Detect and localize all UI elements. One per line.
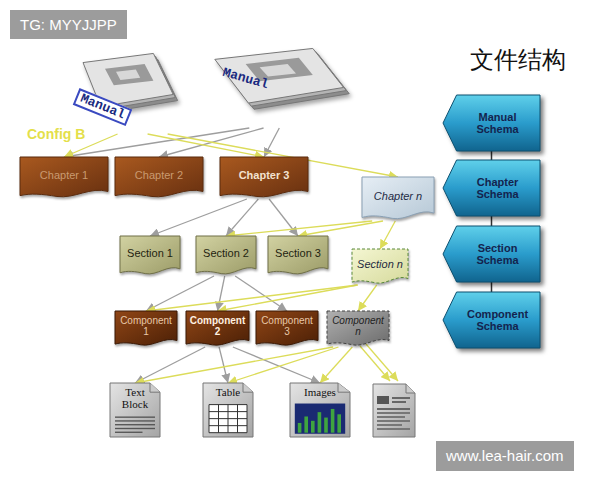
form-document-icon bbox=[373, 384, 415, 437]
connector-arrow bbox=[320, 347, 352, 383]
connector-arrow bbox=[380, 221, 395, 249]
connector-arrow bbox=[135, 347, 205, 383]
component-box: Component n bbox=[327, 311, 389, 347]
node-label: Component 2 bbox=[189, 315, 246, 337]
section-box: Section 3 bbox=[268, 236, 328, 276]
node-text-box: Component n bbox=[327, 311, 389, 347]
node-text-box: Component Schema bbox=[443, 292, 540, 348]
schema-box: Section Schema bbox=[443, 226, 540, 282]
leader-line bbox=[366, 344, 398, 381]
node-label: Chapter n bbox=[374, 190, 422, 202]
connector-arrow bbox=[228, 347, 339, 383]
chapter-box: Chapter n bbox=[362, 177, 434, 221]
leader-line bbox=[360, 346, 390, 381]
connector-arrow bbox=[226, 221, 372, 236]
node-text-box: Table bbox=[203, 383, 253, 437]
connector-arrow bbox=[135, 347, 333, 383]
node-label: Component Schema bbox=[461, 308, 534, 332]
node-label: Chapter Schema bbox=[461, 176, 534, 200]
connector-arrow bbox=[150, 199, 247, 236]
node-text-box: Images bbox=[290, 383, 350, 437]
connector-arrow bbox=[358, 285, 377, 311]
watermark-url: www.lea-hair.com bbox=[436, 441, 574, 471]
node-label: Manual Schema bbox=[461, 111, 534, 135]
node-text-box: Chapter n bbox=[362, 177, 434, 221]
node-label: Section 1 bbox=[127, 247, 173, 259]
node-text-box: Chapter 2 bbox=[115, 157, 203, 199]
connector-arrow bbox=[219, 347, 228, 383]
node-label: Table bbox=[216, 386, 240, 398]
node-label: Text Block bbox=[112, 386, 158, 410]
node-label: Section Schema bbox=[461, 242, 534, 266]
component-box: Component 3 bbox=[256, 311, 318, 347]
connector-arrow bbox=[148, 134, 264, 157]
schema-box: Manual Schema bbox=[443, 95, 540, 151]
node-label: Component 3 bbox=[260, 315, 314, 337]
section-box: Section 1 bbox=[120, 236, 180, 276]
config-label: Config B bbox=[27, 126, 85, 142]
connector-arrow bbox=[146, 285, 358, 311]
node-text-box: Chapter 1 bbox=[20, 157, 108, 199]
node-label: Chapter 2 bbox=[135, 169, 183, 181]
node-text-box: Manual bbox=[72, 58, 182, 134]
node-text-box: Component 1 bbox=[115, 311, 177, 347]
connector-arrow bbox=[64, 128, 249, 157]
node-text-box: Section 1 bbox=[120, 236, 180, 276]
node-label: Manual bbox=[73, 88, 133, 126]
connector-arrow bbox=[491, 216, 493, 226]
chapter-box: Chapter 3 bbox=[220, 157, 308, 199]
node-text-box: Chapter 3 bbox=[220, 157, 308, 199]
schema-box: Component Schema bbox=[443, 292, 540, 348]
manual-illustration: Manual bbox=[212, 50, 352, 128]
node-text-box: Manual Schema bbox=[443, 95, 540, 151]
section-box: Section n bbox=[352, 249, 408, 285]
node-text-box: Section Schema bbox=[443, 226, 540, 282]
node-label: Chapter 3 bbox=[239, 169, 290, 181]
node-text-box: Section 3 bbox=[268, 236, 328, 276]
node-label: Manual bbox=[221, 66, 270, 93]
connector-arrow bbox=[298, 221, 383, 236]
chapter-box: Chapter 1 bbox=[20, 157, 108, 199]
watermark-tag: TG: MYYJJPP bbox=[10, 10, 127, 39]
node-label: Section 3 bbox=[275, 247, 321, 259]
schema-box: Chapter Schema bbox=[443, 160, 540, 216]
component-box: Component 2 bbox=[186, 311, 249, 347]
node-outline bbox=[212, 50, 352, 128]
node-label: Chapter 1 bbox=[40, 169, 88, 181]
connector-arrow bbox=[218, 276, 225, 311]
chapter-box: Chapter 2 bbox=[115, 157, 203, 199]
node-label: Images bbox=[304, 386, 336, 398]
node-label: Component n bbox=[331, 315, 385, 337]
node-label: Section n bbox=[357, 258, 403, 270]
node-text-box: Component 3 bbox=[256, 311, 318, 347]
connector-arrow bbox=[218, 285, 358, 311]
connector-arrow bbox=[226, 199, 258, 236]
manual-illustration: Manual bbox=[72, 58, 182, 134]
connector-arrow bbox=[491, 151, 493, 160]
section-box: Section 2 bbox=[196, 236, 256, 276]
node-text-box: Section n bbox=[352, 249, 408, 285]
document-icon: Text Block bbox=[110, 383, 160, 437]
node-text-box: Component 2 bbox=[186, 311, 249, 347]
node-text-box: Manual bbox=[212, 50, 352, 128]
node-text-box: Text Block bbox=[110, 383, 160, 437]
document-icon: Images bbox=[290, 383, 350, 437]
node-text-box: Section 2 bbox=[196, 236, 256, 276]
connector-arrow bbox=[146, 276, 214, 311]
document-icon: Table bbox=[203, 383, 253, 437]
node-text-box: Chapter Schema bbox=[443, 160, 540, 216]
node-label: Section 2 bbox=[203, 247, 249, 259]
diagram-title: 文件结构 bbox=[470, 44, 566, 76]
node-label: Component 1 bbox=[119, 315, 173, 337]
connector-arrow bbox=[491, 282, 493, 292]
component-box: Component 1 bbox=[115, 311, 177, 347]
